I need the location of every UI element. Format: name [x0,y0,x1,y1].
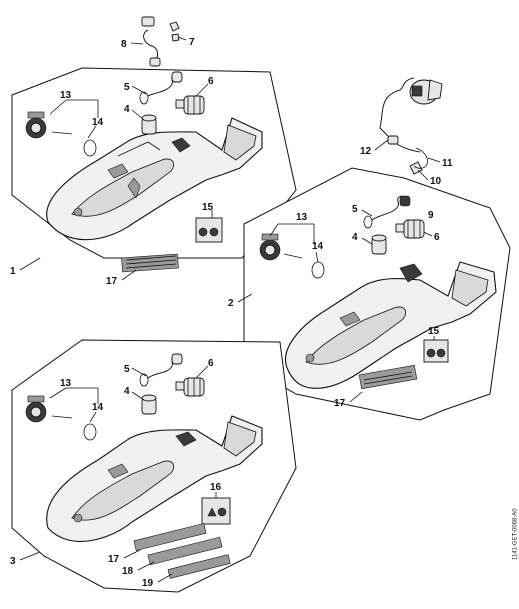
pulse-ring-3 [25,395,47,423]
callout-13a: 13 [60,90,72,101]
fuel-pickup-1 [139,71,183,105]
decal-19 [167,554,231,579]
grommet-3 [141,394,157,415]
callout-4a: 4 [124,104,130,115]
decal-17c [133,523,207,551]
callout-17b: 17 [334,398,346,409]
fuel-filter-1 [175,95,205,115]
callout-10: 10 [430,176,442,187]
callout-labels: 8 7 13 14 5 6 4 15 1 17 12 11 10 9 13 14… [10,37,453,589]
warning-label-15a [195,217,223,243]
callout-5b: 5 [352,204,358,215]
callout-14b: 14 [312,241,324,252]
callout-4c: 4 [124,386,130,397]
fuel-filter-3 [175,377,205,397]
drawing-reference-code: 1141-GET-0068-A0 [513,508,519,560]
fuel-pickup-3 [139,353,183,387]
callout-4b: 4 [352,232,358,243]
callout-11: 11 [442,158,453,169]
callout-6c: 6 [208,358,214,369]
callout-18: 18 [122,566,134,577]
callout-19: 19 [142,578,154,589]
callout-3: 3 [10,556,16,567]
callout-17c: 17 [108,554,120,565]
pulse-ring-2 [259,233,281,261]
callout-9: 9 [428,210,434,221]
housing-frame-1 [11,67,297,273]
fuel-filter-2 [395,219,425,239]
callout-16: 16 [210,482,222,493]
callout-13b: 13 [296,212,308,223]
callout-14c: 14 [92,402,104,413]
callout-7: 7 [189,37,195,48]
fuel-pickup-2 [363,195,411,229]
callout-1: 1 [10,266,16,277]
decal-17a [121,253,179,273]
housing-frame-2 [243,167,511,421]
fuel-tank-vent [409,79,443,105]
warning-label-15b [423,339,449,363]
callout-12: 12 [360,146,372,157]
fuel-line-assembly-top [141,16,180,67]
callout-14a: 14 [92,117,104,128]
callout-6b: 6 [434,232,440,243]
callout-5c: 5 [124,364,130,375]
callout-15b: 15 [428,326,440,337]
callout-2: 2 [228,298,234,309]
callout-17a: 17 [106,276,118,287]
callout-5a: 5 [124,82,130,93]
callout-13c: 13 [60,378,72,389]
decal-17b [358,364,418,390]
callout-6a: 6 [208,76,214,87]
warning-label-16 [201,497,231,525]
housing-frame-3 [11,339,297,593]
decal-18 [147,536,223,566]
pulse-ring-1 [25,111,47,139]
callout-8: 8 [121,39,127,50]
grommet-1 [141,114,157,135]
callout-15a: 15 [202,202,214,213]
grommet-2 [371,234,387,255]
